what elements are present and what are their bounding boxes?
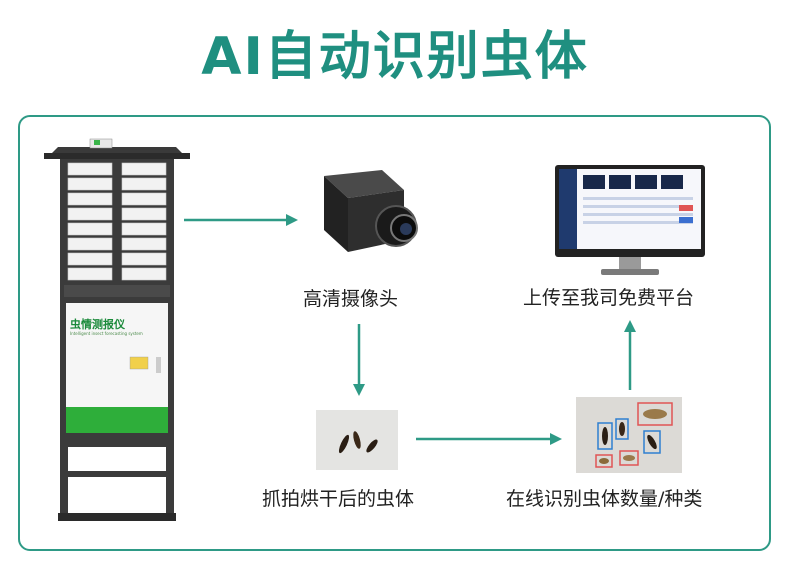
- step-upload-label: 上传至我司免费平台: [523, 287, 695, 309]
- monitor-icon: [555, 165, 705, 275]
- step-camera-label: 高清摄像头: [303, 288, 399, 310]
- page-title: AI自动识别虫体: [201, 27, 589, 87]
- arrow-device-to-camera: [184, 214, 298, 226]
- device-panel-title: 虫情测报仪: [70, 318, 125, 331]
- camera-icon: [324, 170, 418, 252]
- arrow-camera-to-capture: [353, 324, 365, 396]
- step-capture-label: 抓拍烘干后的虫体: [262, 488, 415, 510]
- insect-forecasting-device: [44, 138, 190, 521]
- device-panel-subtitle: Intelligent insect forecasting system: [70, 331, 143, 336]
- insect-photo: [316, 410, 398, 470]
- arrow-identify-to-upload: [624, 320, 636, 390]
- arrow-capture-to-identify: [416, 433, 562, 445]
- diagram-frame: [18, 115, 771, 551]
- identified-insect-photo: [576, 397, 682, 473]
- step-identify-label: 在线识别虫体数量/种类: [506, 488, 703, 510]
